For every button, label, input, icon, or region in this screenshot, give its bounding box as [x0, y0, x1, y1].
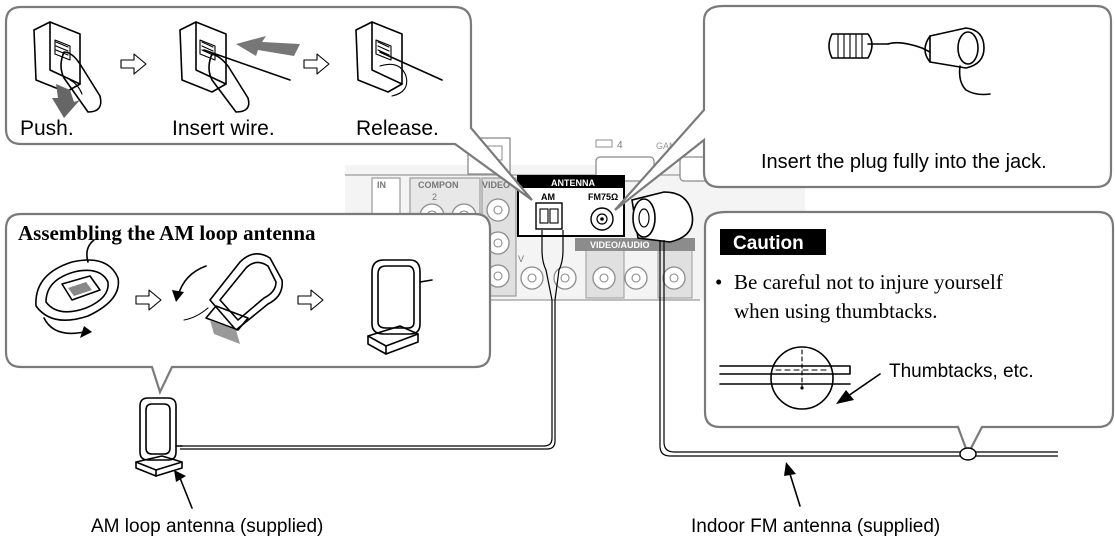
fm-caption-arrow [784, 462, 801, 507]
release-label: Release. [356, 117, 439, 140]
panel-video-audio-label: VIDEO/AUDIO [590, 240, 650, 250]
thumbtacks-label: Thumbtacks, etc. [889, 361, 1034, 382]
am-assembly-callout: Assembling the AM loop antenna [4, 212, 492, 395]
am-unfolding-antenna-illustration [172, 253, 284, 344]
caution-badge [720, 229, 826, 255]
caution-text-line-2: when using thumbtacks. [734, 299, 938, 323]
caution-bullet: • [715, 270, 722, 294]
plug-instruction-text: Insert the plug fully into the jack. [761, 151, 1047, 173]
am-folded-antenna-illustration [35, 239, 120, 338]
fm-plug-callout: Insert the plug fully into the jack. [614, 4, 1113, 211]
arrow-right-icon [135, 289, 162, 311]
panel-game-label: GAME [656, 141, 683, 151]
am-caption-arrow [174, 470, 193, 509]
caution-text-line-1: Be careful not to injure yourself [734, 270, 1003, 294]
am-antenna-cable [180, 230, 564, 450]
arrow-right-icon [297, 289, 324, 311]
fm-plug-illustration [828, 27, 991, 96]
caution-badge-label: Caution [733, 233, 804, 254]
arrow-right-icon [120, 53, 147, 75]
panel-v-label: V [518, 254, 524, 264]
panel-fm-label: FM75Ω [588, 192, 618, 202]
insert-wire-label: Insert wire. [172, 117, 275, 140]
panel-am-label: AM [541, 192, 555, 202]
am-loop-antenna-caption: AM loop antenna (supplied) [91, 516, 323, 537]
fm-antenna-cable [631, 191, 1058, 461]
panel-hdmi-number-4: 4 [617, 140, 623, 151]
panel-video-label: VIDEO [482, 180, 510, 190]
am-assembled-antenna-illustration [367, 259, 433, 355]
push-label: Push. [20, 117, 74, 140]
push-step-illustration [33, 21, 102, 118]
release-step-illustration [355, 21, 443, 97]
indoor-fm-antenna-caption: Indoor FM antenna (supplied) [691, 516, 940, 537]
arrow-right-icon [303, 53, 330, 75]
wire-steps-callout: Push. Insert wire. Release. [4, 5, 533, 201]
antenna-terminal-block: ANTENNA AM FM75Ω [517, 175, 625, 237]
insert-step-illustration [179, 21, 300, 113]
panel-component-label: COMPON [418, 180, 459, 190]
panel-in-label: IN [377, 180, 386, 190]
panel-input-number-2: 2 [432, 192, 437, 202]
panel-antenna-title: ANTENNA [551, 178, 595, 188]
am-loop-antenna-illustration [135, 397, 183, 477]
am-assembly-title: Assembling the AM loop antenna [18, 221, 316, 245]
caution-callout: Caution • Be careful not to injure yours… [703, 210, 1115, 457]
thumbtack-illustration [719, 346, 881, 410]
